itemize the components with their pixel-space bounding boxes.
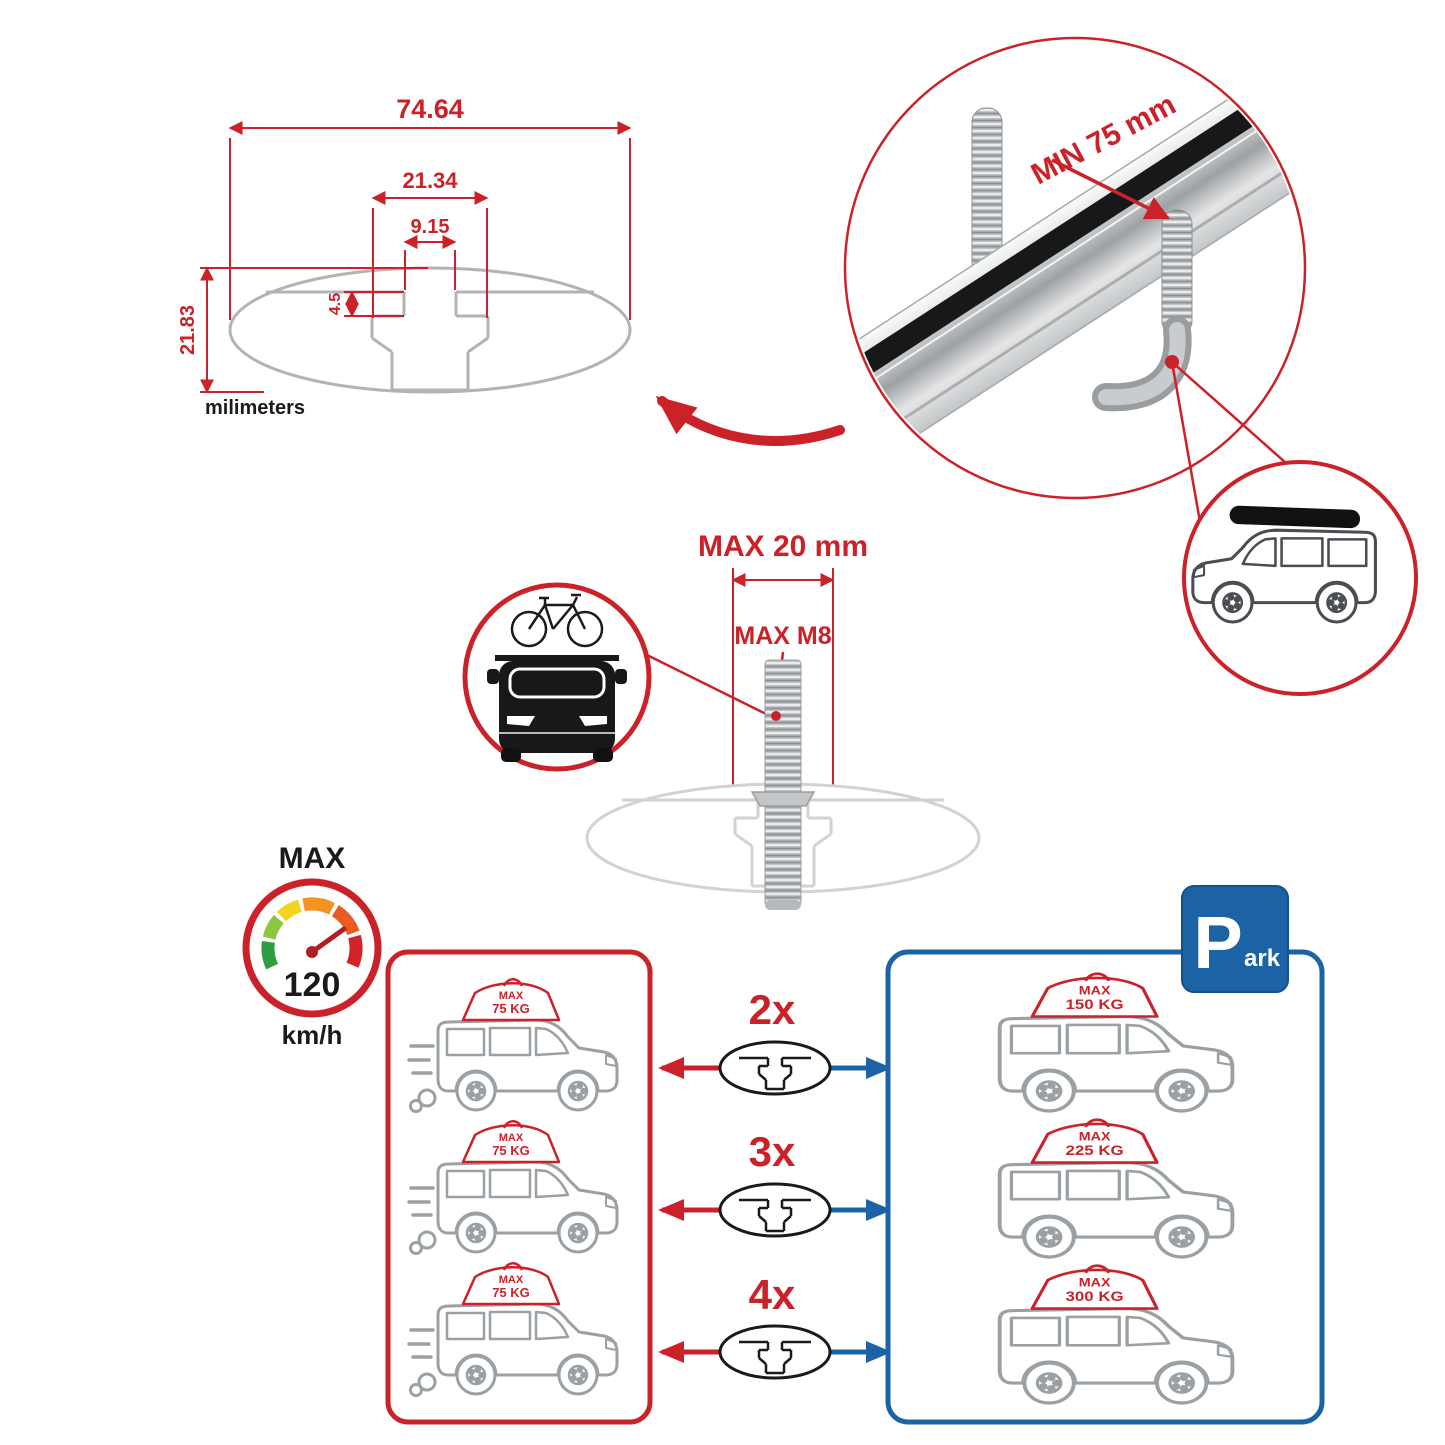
bag-weight: 75 KG: [492, 1285, 530, 1300]
headlight: [507, 716, 535, 726]
car-front-icon: [487, 655, 627, 762]
bag-handle: [1084, 1264, 1111, 1274]
roof-cargo-bag: [1030, 1268, 1159, 1310]
dimension-slot-width: [403, 235, 457, 290]
bag-weight: 300 KG: [1065, 1290, 1123, 1305]
parked-capacity-box: MAX 150 KG MAX 225 KG MAX 300 KG P ark: [885, 885, 1325, 1425]
dim-label-total-width: 74.64: [396, 94, 464, 124]
callout-dot: [771, 711, 781, 721]
roof-cargo-bag: [1030, 1122, 1159, 1164]
dim-label-channel-width: 21.34: [402, 168, 458, 193]
bar-multiplier-column: 2x 3x 4x: [658, 986, 892, 1380]
unit-label: milimeters: [205, 397, 305, 419]
dimension-channel-width: [371, 191, 489, 318]
dim-label-slot-width: 9.15: [411, 216, 450, 238]
roof-cargo-bag: [1030, 976, 1159, 1018]
bag-max: MAX: [499, 990, 524, 1002]
bag-handle: [1084, 1118, 1111, 1128]
bag-weight: 150 KG: [1065, 998, 1123, 1013]
roofbox-car-bubble: [1182, 460, 1418, 696]
callout-line: [1170, 361, 1202, 523]
speed-max-label: MAX: [279, 842, 346, 875]
driving-capacity-box: MAX 75 KG MAX 75 KG MAX 75 KG: [385, 949, 653, 1425]
bag-handle: [1084, 972, 1111, 982]
roof-box-icon: [1229, 505, 1361, 529]
bag-max: MAX: [1079, 1276, 1111, 1289]
t-slot-profile-ghost: [622, 798, 944, 888]
tire: [501, 748, 521, 762]
car-with-load: MAX 75 KG: [407, 1120, 617, 1256]
car-with-load: MAX 150 KG: [1000, 972, 1233, 1111]
car-with-load: MAX 75 KG: [407, 1262, 617, 1398]
roof-cargo-bag: [461, 1124, 561, 1164]
park-sign-ark: ark: [1244, 945, 1281, 972]
car-with-load: MAX 300 KG: [1000, 1264, 1233, 1403]
needle: [309, 926, 347, 955]
roof-cargo-bag: [461, 982, 561, 1022]
bag-handle: [502, 1120, 524, 1129]
bag-max: MAX: [1079, 984, 1111, 997]
multiplier-label: 3x: [749, 1128, 796, 1175]
crossbar-detail-lens: MIN 75 mm: [843, 36, 1307, 523]
dimension-total-width: [228, 121, 632, 320]
parking-sign-icon: P ark: [1181, 885, 1289, 993]
rubber-strip-groove: [848, 83, 1292, 393]
roof-cargo-bag: [461, 1266, 561, 1306]
speed-unit: km/h: [282, 1020, 343, 1050]
dim-label-total-height: 21.83: [177, 305, 199, 355]
zoom-out-arrow: [655, 396, 845, 446]
bicycle-icon: [510, 593, 604, 648]
dim-label-slot-depth: 4.5: [327, 293, 344, 315]
bag-weight: 225 KG: [1065, 1144, 1123, 1159]
windshield: [508, 667, 606, 699]
dimension-slot-depth: [344, 290, 404, 318]
max-thread-label: MAX M8: [734, 622, 831, 650]
car-with-load: MAX 225 KG: [1000, 1118, 1233, 1257]
park-sign-p: P: [1193, 901, 1242, 984]
dimension-total-height: [200, 266, 428, 394]
bike-car-bubble: [462, 582, 771, 772]
threaded-bolt-icon: [750, 659, 816, 910]
max-length-label: MAX 20 mm: [698, 530, 868, 563]
cross-section-diagram: 74.64 21.34 9.15 4.5 21.83 milimeters: [177, 94, 845, 446]
car-with-load: MAX 75 KG: [407, 978, 617, 1114]
bag-weight: 75 KG: [492, 1143, 530, 1158]
bag-max: MAX: [1079, 1130, 1111, 1143]
callout-line: [1171, 361, 1287, 464]
profile-ellipse: [228, 266, 632, 394]
speed-value: 120: [284, 966, 341, 1004]
bag-max: MAX: [499, 1132, 524, 1144]
tire: [593, 748, 613, 762]
headlight: [579, 716, 607, 726]
multiplier-label: 2x: [749, 986, 796, 1033]
bag-handle: [502, 1262, 524, 1271]
bolt-dimension-group: MAX 20 mm MAX M8: [585, 530, 981, 910]
min-clamp-arrow: [1051, 158, 1171, 220]
speed-limit-group: MAX 120 km/h: [242, 842, 382, 1050]
multiplier-label: 4x: [749, 1271, 796, 1318]
bag-handle: [502, 978, 524, 987]
t-nut: [750, 791, 816, 807]
callout-line: [646, 653, 771, 718]
bag-max: MAX: [499, 1274, 524, 1286]
speedometer-icon: 120: [242, 878, 382, 1018]
bag-weight: 75 KG: [492, 1001, 530, 1016]
